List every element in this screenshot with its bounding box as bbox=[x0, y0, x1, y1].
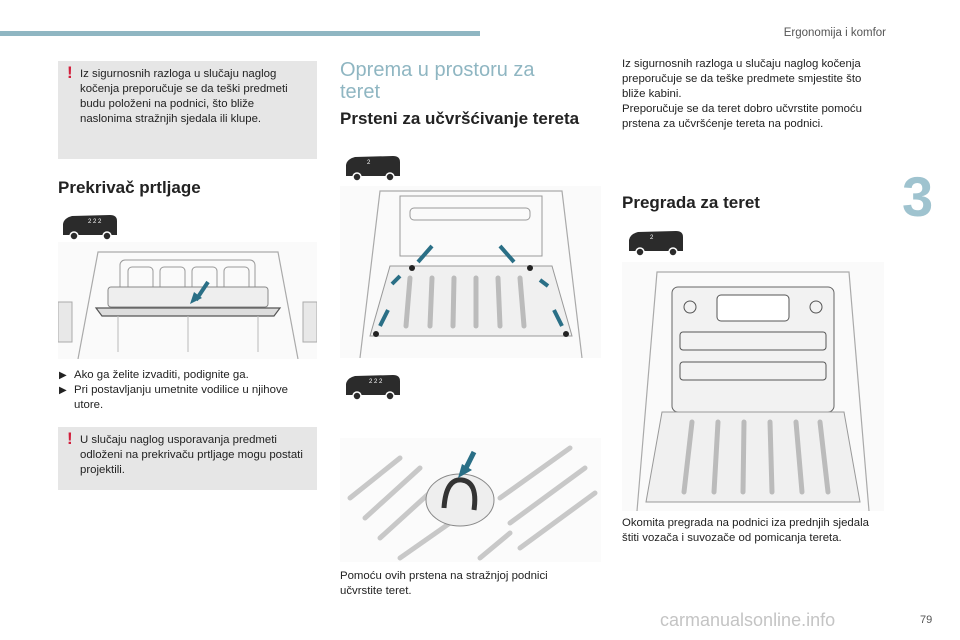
section-heading-cover: Prekrivač prtljage bbox=[58, 178, 201, 197]
cargo-intro-2: Preporučuje se da teret dobro učvrstite … bbox=[622, 103, 862, 130]
header-accent-bar bbox=[0, 31, 480, 36]
van-icon-single: 2 bbox=[626, 227, 686, 257]
warning-icon: ! bbox=[67, 429, 73, 448]
bullet-item: ▶ Pri postavljanju umetnite vodilice u n… bbox=[59, 384, 289, 411]
van-icon-rows: 2 2 2 bbox=[343, 371, 403, 401]
chapter-heading: Oprema u prostoru za teret bbox=[340, 59, 535, 103]
svg-text:2: 2 bbox=[367, 160, 371, 166]
chapter-number: 3 bbox=[902, 165, 934, 228]
warning-text-1: Iz sigurnosnih razloga u slučaju naglog … bbox=[80, 68, 288, 125]
section-heading-partition: Pregrada za teret bbox=[622, 193, 760, 212]
rings-caption: Pomoću ovih prstena na stražnjoj podnici… bbox=[340, 570, 548, 597]
section-heading-rings: Prsteni za učvršćivanje tereta bbox=[340, 109, 580, 128]
ring-detail-illustration bbox=[340, 438, 601, 562]
partition-caption: Okomita pregrada na podnici iza prednjih… bbox=[622, 517, 869, 544]
svg-text:2 2 2: 2 2 2 bbox=[88, 219, 102, 225]
arrow-bullet-icon: ▶ bbox=[59, 385, 67, 396]
rings-illustration bbox=[340, 186, 601, 358]
arrow-bullet-icon: ▶ bbox=[59, 370, 67, 381]
section-title: Ergonomija i komfor bbox=[783, 27, 886, 39]
van-icon-rows: 2 2 2 bbox=[60, 211, 120, 241]
warning-box-1: ! Iz sigurnosnih razloga u slučaju naglo… bbox=[58, 61, 317, 159]
warning-icon: ! bbox=[67, 63, 73, 82]
warning-box-2: ! U slučaju naglog usporavanja predmeti … bbox=[58, 427, 317, 490]
page-number: 79 bbox=[920, 614, 933, 626]
cargo-intro-1: Iz sigurnosnih razloga u slučaju naglog … bbox=[622, 58, 862, 100]
partition-illustration bbox=[622, 262, 884, 511]
warning-text-2: U slučaju naglog usporavanja predmeti od… bbox=[80, 434, 303, 476]
svg-text:2: 2 bbox=[650, 235, 654, 241]
van-icon-single: 2 bbox=[343, 152, 403, 182]
bullet-item: ▶ Ako ga želite izvaditi, podignite ga. bbox=[59, 369, 249, 381]
cover-illustration bbox=[58, 242, 317, 359]
svg-text:2 2 2: 2 2 2 bbox=[369, 379, 383, 385]
watermark: carmanualsonline.info bbox=[660, 610, 836, 630]
